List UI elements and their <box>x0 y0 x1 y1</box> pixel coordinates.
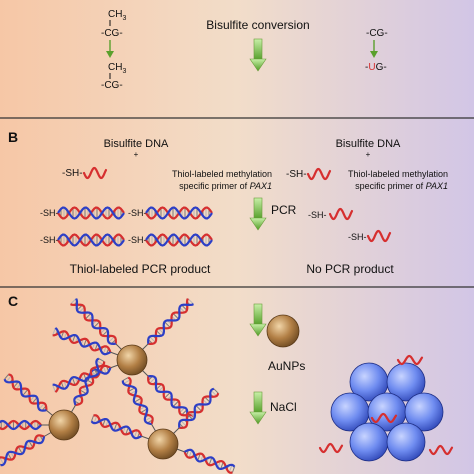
dna-helix <box>121 376 154 426</box>
product-sh-2: -SH- <box>40 235 59 245</box>
dna-helix <box>52 327 112 356</box>
panel-c-label: C <box>8 293 18 309</box>
result-sh-2: -SH- <box>348 232 367 242</box>
ug-right: -UG- <box>365 62 387 73</box>
thiol-pcr-product-label: Thiol-labeled PCR product <box>70 262 211 276</box>
pcr-product-helix <box>57 206 125 220</box>
dna-helix <box>3 373 48 412</box>
gold-nanoparticle <box>147 428 179 460</box>
thiol-primer-right <box>306 167 332 181</box>
pcr-label: PCR <box>271 203 297 217</box>
primer-strand <box>82 166 108 180</box>
ch3-bottom: CH3 <box>108 62 126 75</box>
aggregated-nanoparticle <box>386 362 426 402</box>
sh-label-right: -SH- <box>286 169 307 180</box>
dna-helix <box>147 298 194 345</box>
loose-primer-strand <box>318 442 344 454</box>
panel-a: CH3 -CG- CH3 -CG- Bisulfite conversion -… <box>101 9 388 91</box>
thiol-primer-left <box>82 166 108 180</box>
dna-strand <box>121 376 156 432</box>
dna-strand <box>70 298 122 350</box>
pcr-product-helix <box>145 206 213 220</box>
gold-nanoparticle <box>48 409 80 441</box>
gold-nanoparticle <box>116 344 148 376</box>
dna-strand <box>142 298 194 350</box>
aunp-reagent-icon <box>266 314 300 348</box>
dna-strand <box>176 448 236 474</box>
dna-helix <box>73 357 106 407</box>
bisulfite-conversion-label: Bisulfite conversion <box>206 18 309 32</box>
functionalized-dna-strands <box>0 298 236 474</box>
aggregated-nanoparticle <box>404 392 444 432</box>
dna-helix <box>183 448 236 474</box>
pcr-products <box>57 206 213 247</box>
cg-bottom: -CG- <box>101 80 123 91</box>
cg-top: -CG- <box>101 28 123 39</box>
cg-right: -CG- <box>366 28 388 39</box>
dna-strand <box>52 327 119 356</box>
loose-primer-strand <box>370 412 398 424</box>
product-sh-3: -SH- <box>128 208 147 218</box>
dna-strand <box>90 414 150 440</box>
dna-strand <box>173 387 220 434</box>
pcr-product-helix <box>145 233 213 247</box>
aggregated-nanoparticle <box>386 422 426 462</box>
dna-strand <box>0 432 52 467</box>
dna-helix <box>147 375 194 422</box>
panel-b: B Bisulfite DNA + -SH- Thiol-labeled met… <box>8 129 448 276</box>
panel-c: C AuNPs NaCl <box>0 293 454 474</box>
nacl-label: NaCl <box>270 400 297 414</box>
dna-helix <box>90 414 143 440</box>
plus-right: + <box>366 150 371 159</box>
dna-helix <box>70 298 117 345</box>
loose-primer-strand <box>428 444 454 456</box>
methylated-cg-molecule: CH3 -CG- CH3 -CG- <box>101 9 126 91</box>
primer-text-line1-left: Thiol-labeled methylation <box>172 169 272 179</box>
unamplified-primers <box>328 207 392 243</box>
dna-helix <box>178 387 220 429</box>
product-sh-4: -SH- <box>128 235 147 245</box>
panel-b-label: B <box>8 129 18 145</box>
dna-strand <box>3 373 53 416</box>
unmethylated-cg-molecule: -CG- -UG- <box>365 28 388 73</box>
dna-strand <box>0 419 49 431</box>
dna-strand <box>142 370 194 422</box>
primer-text-line2-left: specific primer of PAX1 <box>179 181 272 191</box>
primer-text-line1-right: Thiol-labeled methylation <box>348 169 448 179</box>
primer-strand <box>366 229 392 243</box>
result-sh-1: -SH- <box>308 210 327 220</box>
dna-strand <box>71 357 106 413</box>
ch3-top: CH3 <box>108 9 126 22</box>
aunps-label: AuNPs <box>268 359 305 373</box>
primer-text-line2-right: specific primer of PAX1 <box>355 181 448 191</box>
bisulfite-dna-right: Bisulfite DNA <box>336 138 401 150</box>
aggregated-nanoparticles <box>318 354 454 462</box>
dna-helix <box>0 434 46 467</box>
primer-strand <box>306 167 332 181</box>
primer-strand <box>328 207 354 221</box>
plus-left: + <box>134 150 139 159</box>
dna-helix <box>0 419 42 431</box>
no-pcr-product-label: No PCR product <box>306 262 394 276</box>
bisulfite-dna-left: Bisulfite DNA <box>104 138 169 150</box>
aggregated-nanoparticle <box>349 422 389 462</box>
pcr-product-helix <box>57 233 125 247</box>
sh-label-left: -SH- <box>62 168 83 179</box>
product-sh-1: -SH- <box>40 208 59 218</box>
loose-primer-strand <box>396 354 424 366</box>
